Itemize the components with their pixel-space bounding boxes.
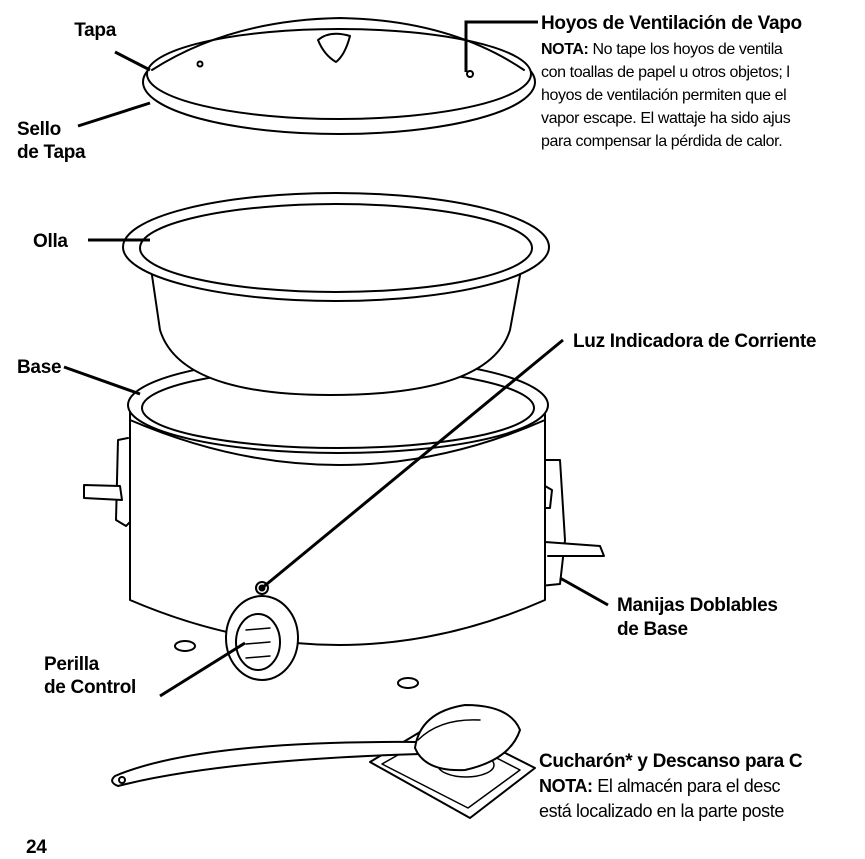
note-hoyos-prefix: NOTA: — [541, 41, 589, 58]
note-cucharon-prefix: NOTA: — [539, 776, 593, 796]
label-base: Base — [17, 357, 62, 378]
label-manijas-line2: de Base — [617, 619, 688, 640]
label-manijas-line1: Manijas Doblables — [617, 595, 778, 616]
note-cucharon-line2: está localizado en la parte poste — [539, 801, 784, 821]
label-olla: Olla — [33, 231, 68, 252]
note-cucharon-line1: NOTA: El almacén para el desc — [539, 775, 781, 798]
lid-illustration — [142, 17, 536, 135]
label-luz: Luz Indicadora de Corriente — [573, 331, 817, 352]
note-hoyos-line2: con toallas de papel u otros objetos; l — [541, 64, 790, 81]
label-hoyos-title: Hoyos de Ventilación de Vapo — [541, 13, 802, 34]
leader-lines — [63, 20, 609, 698]
base-illustration — [83, 356, 605, 689]
note-hoyos-text1: No tape los hoyos de ventila — [588, 41, 783, 58]
note-cucharon-text1: El almacén para el desc — [592, 776, 781, 796]
pot-illustration — [122, 192, 550, 396]
note-hoyos-line4: vapor escape. El wattaje ha sido ajus — [541, 110, 791, 127]
label-perilla-line2: de Control — [44, 677, 136, 698]
note-hoyos-line3: hoyos de ventilación permiten que el — [541, 87, 787, 104]
page-number: 24 — [26, 837, 47, 858]
label-sello-line2: de Tapa — [17, 142, 86, 163]
label-cucharon-title: Cucharón* y Descanso para C — [539, 751, 803, 772]
ladle-illustration — [111, 704, 536, 819]
label-tapa: Tapa — [74, 20, 116, 41]
note-hoyos-line5: para compensar la pérdida de calor. — [541, 133, 783, 150]
label-perilla-line1: Perilla — [44, 654, 99, 675]
note-hoyos-line1: NOTA: No tape los hoyos de ventila — [541, 38, 783, 61]
label-sello-line1: Sello — [17, 119, 61, 140]
